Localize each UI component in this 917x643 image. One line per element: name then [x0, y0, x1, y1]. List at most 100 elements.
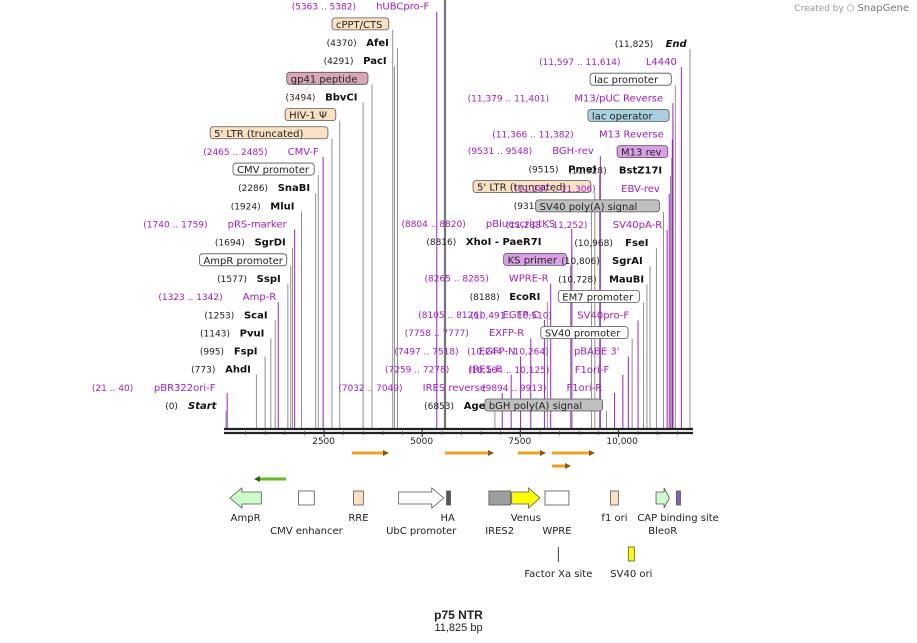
- feature-label-preprotrypsin[interactable]: preprotrypsin leader: [312, 0, 447, 428]
- feature-label-text: KS primer: [508, 255, 558, 266]
- feature-ubc[interactable]: UbC promoter: [386, 487, 457, 537]
- feature-label-coord: (8816): [426, 238, 456, 248]
- feature-label-cmv-promoter[interactable]: CMV promoter: [232, 162, 319, 428]
- feature-label-sv40-prom[interactable]: SV40 promoter: [540, 326, 633, 428]
- feature-label-name: SgrAI: [612, 256, 643, 267]
- feature-label-lac-prom[interactable]: lac promoter: [589, 72, 676, 428]
- feature-label-box: [232, 162, 315, 176]
- feature-label-coord: (10,968): [574, 239, 613, 249]
- feature-label-box: [331, 17, 390, 31]
- feature-label-fsei[interactable]: (10,968) FseI: [574, 238, 657, 428]
- feature-label-coord: (995): [200, 348, 224, 358]
- feature-label-box: [209, 126, 329, 140]
- feature-label-sgrdi[interactable]: (1694)SgrDI: [215, 238, 293, 428]
- feature-label-f1ori-f[interactable]: (10,104 .. 10,125)F1ori-F: [468, 365, 624, 428]
- feature-label-snabi[interactable]: (2286)SnaBI: [238, 183, 317, 428]
- feature-label-scai[interactable]: (1253)ScaI: [204, 310, 276, 428]
- feature-label-name: EGFP-C: [503, 310, 539, 321]
- feature-label-prs-marker[interactable]: (1740 .. 1759)pRS-marker: [143, 220, 296, 429]
- feature-label-name: AgeI: [464, 401, 489, 412]
- feature-label-paci[interactable]: (4291)PacI: [324, 56, 395, 428]
- feature-label-fspi[interactable]: (995)FspI: [200, 347, 266, 428]
- feature-label-name: hUBCpro-F: [376, 2, 429, 13]
- feature-label-sv40pa-r[interactable]: (11,233 .. 11,252)SV40pA-R: [506, 220, 668, 428]
- feature-label-ebv-rev[interactable]: (11,287 .. 11,306)EBV-rev: [514, 184, 670, 428]
- feature-label-m13-rev[interactable]: M13 rev: [616, 145, 673, 428]
- feature-label-gp41[interactable]: gp41 peptide: [286, 71, 373, 428]
- feature-name: f1 ori: [601, 513, 627, 524]
- feature-label-amp-r[interactable]: (1323 .. 1342)Amp-R: [158, 292, 279, 428]
- feature-label-end[interactable]: (11,825)End: [615, 39, 691, 428]
- feature-label-box: [199, 253, 288, 267]
- feature-label-name: BstZ17I: [619, 166, 662, 177]
- feature-label-coord: (1143): [200, 329, 230, 339]
- feature-label-m13-rev-p[interactable]: (11,366 .. 11,382)M13 Reverse: [492, 130, 673, 429]
- feature-label-cppt[interactable]: cPPT/CTS: [331, 17, 394, 428]
- minor-feature-sv40-ori[interactable]: SV40 ori: [610, 546, 652, 580]
- feature-label-bstz17i[interactable]: (11,328)BstZ17I: [568, 166, 671, 428]
- feature-label-pbks[interactable]: (8804 .. 8820)pBluescriptKS: [401, 219, 573, 428]
- feature-label-name: EGFP-N: [479, 346, 516, 357]
- feature-label-ahdi[interactable]: (773)AhdI: [191, 365, 257, 428]
- feature-label-agei[interactable]: (6853)AgeI: [424, 401, 496, 428]
- feature-label-name: BbvCI: [325, 92, 357, 103]
- feature-label-afei[interactable]: (4370)AfeI: [327, 38, 398, 428]
- feature-label-name: SV40pro-F: [577, 311, 629, 322]
- feature-label-cmv-f[interactable]: (2465 .. 2485)CMV-F: [203, 147, 324, 428]
- orf-arrow: [552, 450, 595, 456]
- feature-label-coord: (7758 .. 7777): [405, 329, 469, 339]
- feature-label-f1ori-r[interactable]: (9894 .. 9913)F1ori-R: [482, 383, 616, 428]
- feature-label-hubcpro-f[interactable]: (5363 .. 5382)hUBCpro-F: [292, 2, 438, 428]
- feature-label-l4440[interactable]: (11,597 .. 11,614)L4440: [539, 57, 682, 428]
- feature-cmv-enh[interactable]: CMV enhancer: [270, 490, 344, 537]
- feature-label-start[interactable]: (0)Start: [165, 401, 227, 428]
- feature-label-bmti[interactable]: (5585)BmtI: [374, 0, 446, 428]
- feature-label-sgrai[interactable]: (10,806)SgrAI: [561, 256, 651, 428]
- feature-label-egfp-n[interactable]: (7497 .. 7518)EGFP-N: [394, 346, 522, 428]
- feature-venus[interactable]: Venus: [511, 487, 541, 524]
- feature-ha[interactable]: HA: [441, 490, 456, 524]
- feature-label-m13puc[interactable]: (11,379 .. 11,401)M13/pUC Reverse: [468, 93, 674, 428]
- feature-label-coord: (8105 .. 8126): [418, 311, 482, 321]
- feature-label-pvui[interactable]: (1143)PvuI: [200, 328, 272, 428]
- feature-label-text: CMV promoter: [237, 165, 310, 176]
- feature-label-exfp-r[interactable]: (7758 .. 7777)EXFP-R: [405, 328, 532, 428]
- feature-label-box: [535, 199, 660, 213]
- feature-label-maubi[interactable]: (10,728)MauBI: [558, 274, 648, 428]
- feature-label-coord: (7259 .. 7278): [385, 366, 449, 376]
- feature-label-box: [587, 109, 670, 122]
- feature-label-bgh-pa[interactable]: bGH poly(A) signal: [484, 398, 608, 428]
- feature-name: AmpR: [231, 513, 261, 524]
- feature-bleor[interactable]: BleoR: [648, 487, 677, 537]
- feature-f1ori[interactable]: f1 ori: [601, 490, 628, 524]
- feature-label-ampr-promoter[interactable]: AmpR promoter: [199, 253, 292, 428]
- feature-label-coord: (10,244 .. 10,264): [467, 348, 548, 358]
- feature-rre[interactable]: RRE: [348, 490, 369, 524]
- feature-wpre[interactable]: WPRE: [542, 490, 572, 537]
- feature-label-coord: (9312): [514, 202, 544, 212]
- feature-shape: [655, 487, 670, 509]
- feature-label-mlui[interactable]: (1924)MluI: [231, 201, 302, 428]
- feature-label-sv40-pa[interactable]: SV40 poly(A) signal: [535, 199, 664, 428]
- feature-label-5ltr-1[interactable]: 5' LTR (truncated): [209, 126, 333, 428]
- feature-label-name: IRES reverse: [423, 383, 486, 394]
- feature-label-hiv-psi[interactable]: HIV-1 Ψ: [284, 108, 341, 428]
- feature-label-bbvci[interactable]: (3494)BbvCI: [286, 92, 364, 428]
- feature-label-pbr322ori-f[interactable]: (21 .. 40)pBR322ori-F: [92, 383, 228, 428]
- feature-label-em7[interactable]: EM7 promoter: [557, 289, 644, 428]
- feature-ires2[interactable]: IRES2: [485, 490, 514, 537]
- plasmid-length: 11,825 bp: [434, 622, 483, 634]
- feature-label-name: FseI: [625, 238, 648, 249]
- feature-label-sv40pro-f[interactable]: (10,491 .. 10,510)SV40pro-F: [471, 311, 639, 429]
- feature-label-pbabe3[interactable]: (10,244 .. 10,264)pBABE 3': [467, 347, 629, 428]
- feature-ampr[interactable]: AmpR: [229, 487, 262, 524]
- feature-cap[interactable]: CAP binding site: [637, 490, 719, 524]
- feature-label-text: 5' LTR (truncated): [477, 183, 566, 194]
- minor-feature-factor-xa[interactable]: Factor Xa site: [524, 547, 592, 580]
- feature-label-5ltr-2[interactable]: 5' LTR (truncated): [472, 180, 596, 428]
- feature-label-box: [616, 145, 669, 159]
- feature-label-sspi[interactable]: (1577)SspI: [217, 274, 289, 428]
- feature-name: CMV enhancer: [270, 526, 344, 537]
- plasmid-title-block: p75 NTR 11,825 bp: [0, 608, 917, 634]
